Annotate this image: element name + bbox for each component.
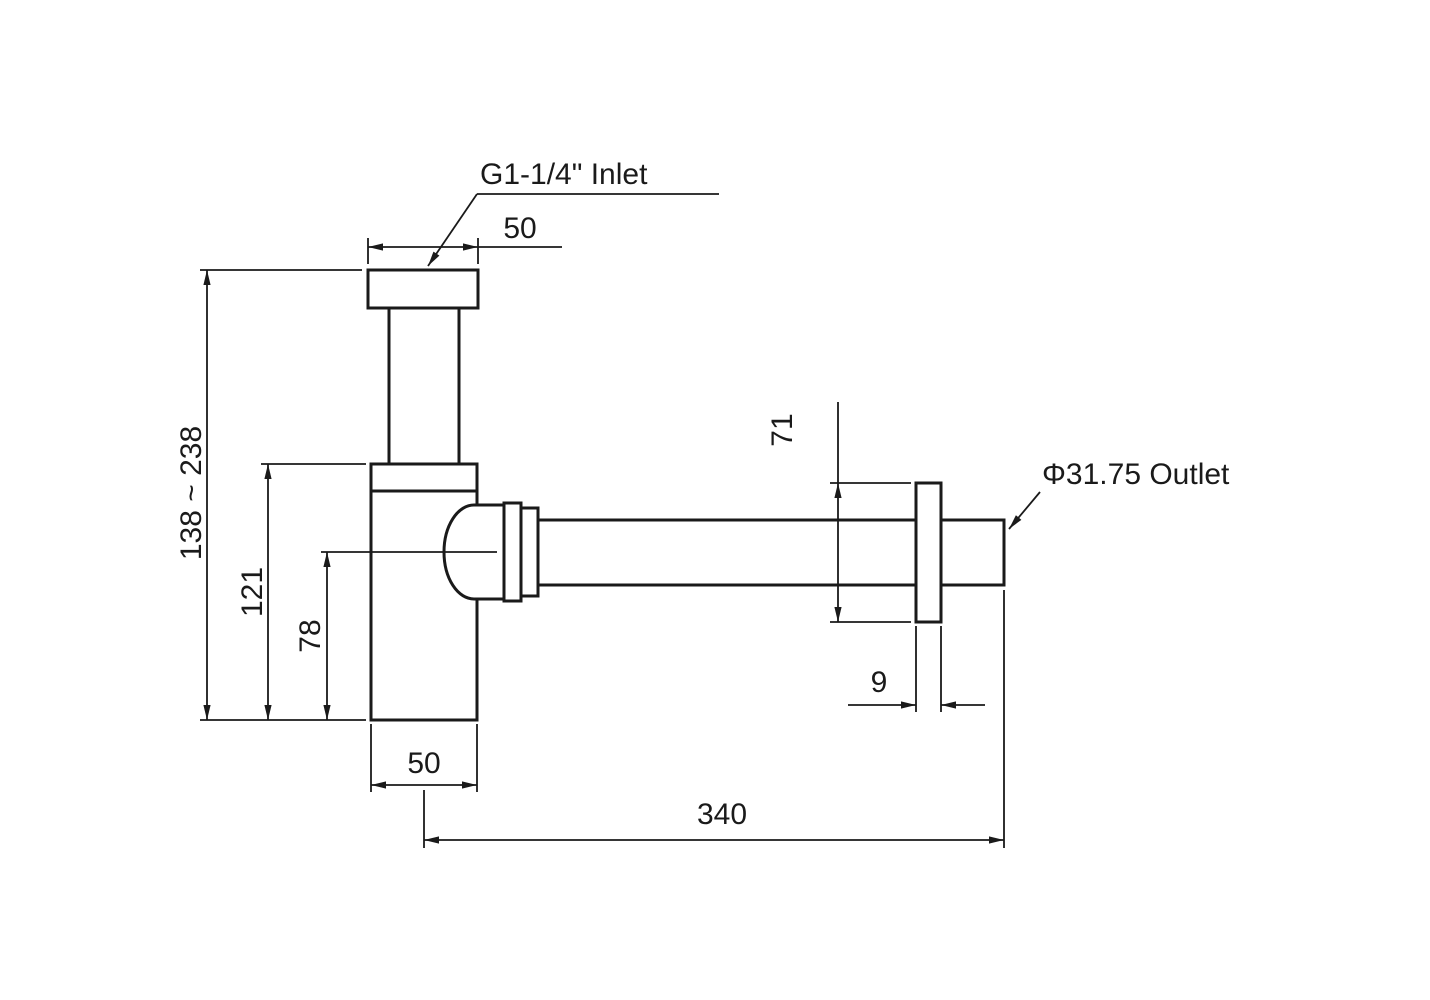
dim-inlet-width: 50 <box>367 212 562 264</box>
dim-value: 50 <box>503 212 536 245</box>
wall-flange <box>914 481 943 624</box>
dim-value: 340 <box>697 798 747 831</box>
dim-value: 121 <box>236 567 269 617</box>
inlet-label: G1-1/4" Inlet <box>480 158 648 191</box>
dim-overall-length: 340 <box>423 590 1005 848</box>
dim-body-top-height: 121 <box>236 463 366 720</box>
dim-flange-thickness: 9 <box>848 626 985 712</box>
dim-outlet-centerline-height: 78 <box>294 552 331 720</box>
inlet-callout: G1-1/4" Inlet <box>427 158 719 267</box>
leader-line <box>427 193 478 267</box>
leader-line <box>1008 491 1041 530</box>
connector-nut-outer <box>502 501 523 603</box>
dimension-annotations: 50 138 ~ 238 121 78 71 <box>175 158 1230 848</box>
connector-nut-inner <box>519 506 540 598</box>
outlet-label: Φ31.75 Outlet <box>1042 458 1230 491</box>
dim-value: 9 <box>871 666 888 699</box>
bottle-trap-outline <box>366 268 1006 722</box>
inlet-pipe <box>387 306 461 466</box>
dim-flange-diameter: 71 <box>766 402 911 623</box>
dim-body-width: 50 <box>370 724 478 792</box>
body-collar <box>369 462 479 493</box>
inlet-flange <box>366 268 480 310</box>
dim-overall-height: 138 ~ 238 <box>175 269 366 721</box>
outlet-callout: Φ31.75 Outlet <box>1008 458 1230 530</box>
dim-value: 78 <box>294 619 327 652</box>
dim-value: 138 ~ 238 <box>175 426 208 560</box>
dim-value: 71 <box>766 413 799 446</box>
dim-value: 50 <box>407 747 440 780</box>
